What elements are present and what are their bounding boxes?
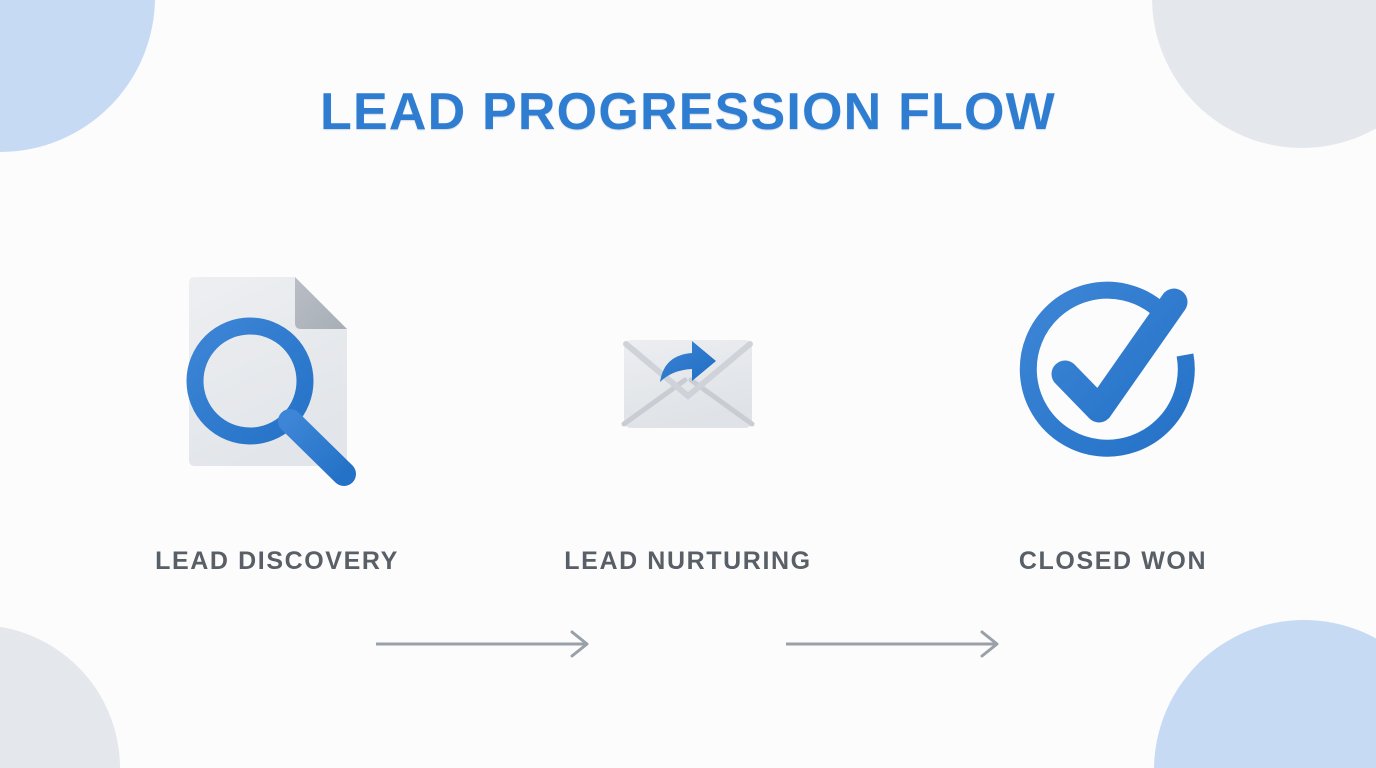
stage-closed-won: CLOSED WON	[988, 262, 1238, 575]
corner-blob-bottom-left-icon	[0, 625, 120, 768]
page-title: LEAD PROGRESSION FLOW	[320, 83, 1056, 141]
stage-label-lead-discovery: LEAD DISCOVERY	[155, 547, 399, 575]
corner-blob-bottom-right-icon	[1154, 620, 1376, 768]
document-search-icon	[186, 277, 356, 486]
arrow-discovery-to-nurturing-icon	[376, 630, 589, 658]
stage-label-closed-won: CLOSED WON	[1018, 547, 1208, 575]
stage-label-lead-nurturing: LEAD NURTURING	[564, 547, 812, 575]
flow-diagram: LEAD DISCOVERY	[0, 262, 1376, 658]
check-circle-icon	[1019, 281, 1195, 457]
stage-lead-discovery: LEAD DISCOVERY	[152, 262, 402, 575]
envelope-forward-icon	[621, 340, 755, 428]
stage-lead-nurturing: LEAD NURTURING	[563, 262, 813, 575]
arrow-nurturing-to-closed-icon	[786, 630, 999, 658]
